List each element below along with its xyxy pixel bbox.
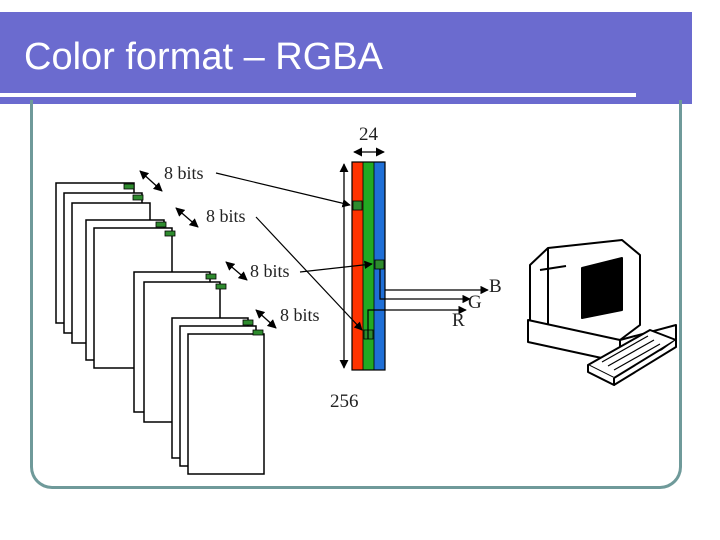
bits-label-2: 8 bits (206, 206, 246, 226)
slide-title: Color format – RGBA (24, 36, 383, 78)
content-frame (30, 100, 682, 489)
page-markers (123, 183, 264, 336)
channel-label-g: G (468, 292, 482, 313)
bits-label-1: 8 bits (164, 163, 204, 183)
keyboard-keys (601, 335, 661, 371)
bits-label-4: 8 bits (280, 305, 320, 325)
mapping-arrows (215, 172, 373, 331)
channel-label-b: B (489, 276, 502, 297)
height-label: 256 (330, 391, 359, 412)
channel-label-r: R (452, 310, 465, 331)
title-bar (0, 12, 692, 104)
width-label: 24 (359, 124, 379, 145)
computer-icon (527, 239, 677, 386)
bits-arrows (139, 170, 277, 329)
title-underline (0, 93, 636, 97)
rgb-output-lines (367, 269, 489, 339)
page-stack-4 (171, 317, 265, 475)
bits-label-3: 8 bits (250, 261, 290, 281)
